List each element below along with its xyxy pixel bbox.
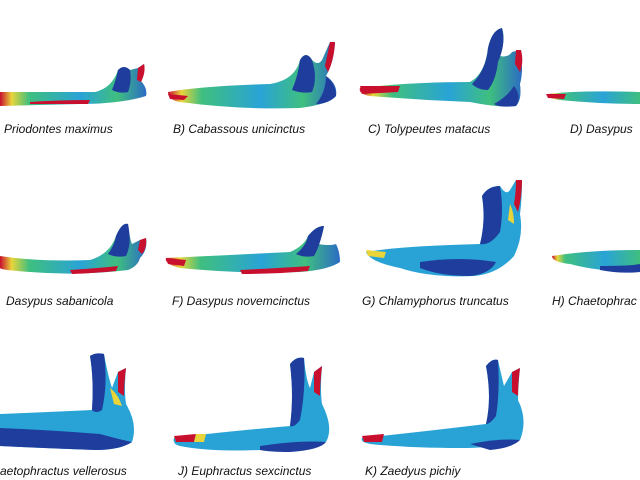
caption-h: H) Chaetophrac: [552, 294, 637, 308]
mandible-g: [366, 180, 522, 277]
caption-d: D) Dasypus: [570, 122, 633, 136]
mandible-h: [552, 250, 640, 273]
mandible-a: [0, 64, 147, 106]
caption-j: J) Euphractus sexcinctus: [178, 464, 312, 478]
mandible-k: [361, 359, 524, 450]
caption-i: aetophractus vellerosus: [0, 464, 127, 478]
mandible-j: [173, 357, 330, 452]
mandible-e: [0, 223, 147, 274]
mandible-f: [165, 226, 340, 274]
caption-c: C) Tolypeutes matacus: [368, 122, 491, 136]
caption-k: K) Zaedyus pichiy: [365, 464, 461, 478]
caption-f: F) Dasypus novemcinctus: [172, 294, 311, 308]
mandible-c: [359, 28, 523, 107]
mandible-d: [546, 91, 640, 104]
caption-g: G) Chlamyphorus truncatus: [362, 294, 509, 308]
caption-a: Priodontes maximus: [4, 122, 113, 136]
caption-b: B) Cabassous unicinctus: [173, 122, 306, 136]
caption-e: Dasypus sabanicola: [6, 294, 114, 308]
mandible-b: [168, 42, 337, 109]
mandible-i: [0, 353, 134, 450]
